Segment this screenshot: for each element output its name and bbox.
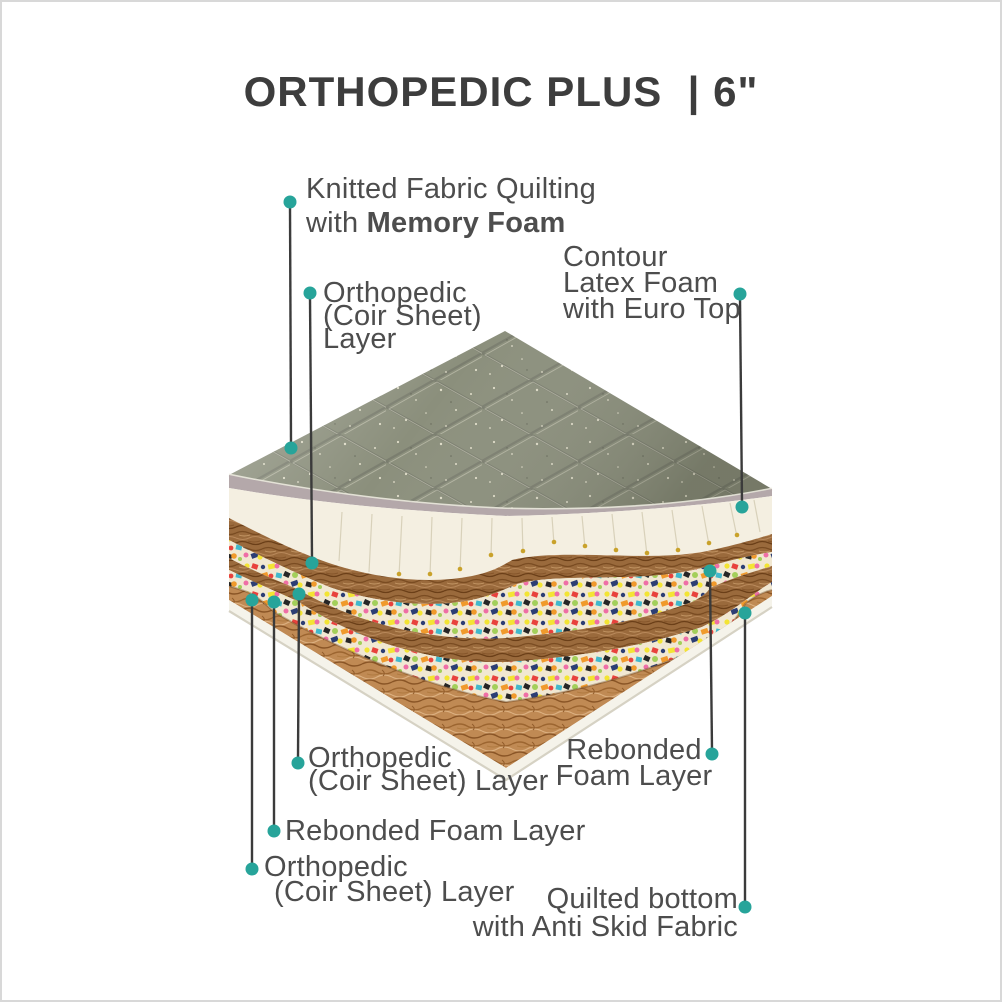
leader-dot-ortho-mid-label	[291, 756, 305, 770]
label-knitted-fabric-quilting: Knitted Fabric Quilting with Memory Foam	[306, 172, 596, 240]
leader-dot-ortho-top-target	[305, 556, 319, 570]
leader-dot-contour-target	[735, 500, 749, 514]
leader-dot-knitted-target	[284, 441, 298, 455]
label-rebonded-foam-left: Rebonded Foam Layer	[285, 815, 586, 847]
page-title: ORTHOPEDIC PLUS | 6"	[243, 68, 759, 115]
leader-line-ortho-mid	[296, 597, 301, 760]
latex-seams	[338, 499, 761, 577]
leader-dot-rebonded-left-label	[267, 824, 281, 838]
label-quilted-bottom: Quilted bottom with Anti Skid Fabric	[472, 883, 738, 943]
tuft-pins	[396, 532, 740, 577]
leader-line-knitted	[288, 205, 293, 445]
leader-dot-ortho-bottom-target	[245, 593, 259, 607]
leader-dots	[245, 195, 752, 914]
leader-dot-quilted-bottom-label	[738, 900, 752, 914]
rebonded-foam-layer-1	[229, 540, 772, 639]
leader-dot-knitted-label	[283, 195, 297, 209]
coir-layer-1	[229, 518, 772, 604]
coir-layer-2	[229, 558, 772, 663]
quilted-bottom-base	[228, 596, 773, 782]
memory-foam-rim	[229, 475, 772, 516]
leader-dot-contour-label	[733, 287, 747, 301]
leader-dot-rebonded-right-label	[705, 747, 719, 761]
leader-line-rebonded-right	[708, 574, 714, 751]
leader-dot-ortho-bottom-label	[245, 862, 259, 876]
leader-dot-quilted-bottom-target	[738, 606, 752, 620]
leader-dot-rebonded-left-target	[267, 595, 281, 609]
label-line: Knitted Fabric Quilting	[306, 173, 596, 205]
label-orthopedic-coir-bottom: Orthopedic (Coir Sheet) Layer	[264, 851, 515, 908]
leader-line-contour	[738, 297, 744, 504]
label-rebonded-foam-right: Rebonded Foam Layer	[555, 734, 713, 792]
label-contour-latex-foam: Contour Latex Foam with Euro Top	[563, 241, 741, 325]
leader-dot-ortho-mid-target	[292, 587, 306, 601]
leader-lines	[250, 205, 747, 903]
leader-dot-ortho-top-label	[303, 286, 317, 300]
leader-line-ortho-top	[308, 296, 314, 560]
rebonded-foam-layer-2	[229, 570, 772, 702]
label-orthopedic-coir-top: Orthopedic (Coir Sheet) Layer	[323, 277, 482, 355]
label-orthopedic-coir-mid: Orthopedic (Coir Sheet) Layer	[308, 742, 549, 797]
label-line: with Memory Foam	[306, 207, 566, 239]
leader-dot-rebonded-right-target	[703, 564, 717, 578]
latex-foam-layer	[229, 488, 772, 580]
